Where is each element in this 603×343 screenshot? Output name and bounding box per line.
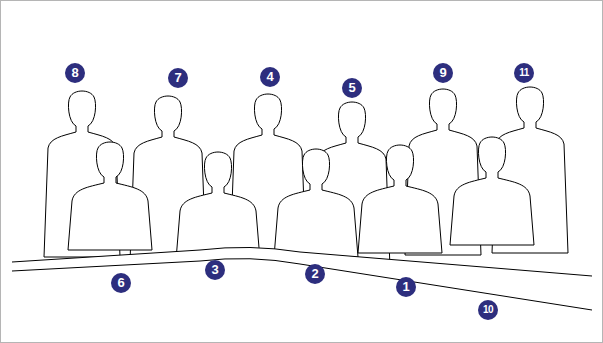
person-silhouette xyxy=(68,142,152,250)
callout-number: 5 xyxy=(342,78,362,98)
standing-people xyxy=(44,87,568,268)
callout-number: 1 xyxy=(396,277,416,297)
person-silhouette xyxy=(358,145,442,253)
callout-number: 4 xyxy=(260,67,280,87)
callout-number: 6 xyxy=(111,273,131,293)
callout-number: 10 xyxy=(478,300,498,320)
callout-number: 3 xyxy=(205,260,225,280)
table-edge xyxy=(12,259,592,310)
callout-number: 9 xyxy=(433,63,453,83)
person-silhouette xyxy=(176,152,260,260)
callout-number: 8 xyxy=(65,63,85,83)
callout-number: 11 xyxy=(514,63,534,83)
seated-people xyxy=(68,137,534,260)
table-edge xyxy=(12,247,592,276)
person-silhouette xyxy=(450,137,534,245)
callout-number: 7 xyxy=(168,68,188,88)
callout-number: 2 xyxy=(305,264,325,284)
person-silhouette xyxy=(274,149,358,257)
table-cover xyxy=(12,247,592,342)
